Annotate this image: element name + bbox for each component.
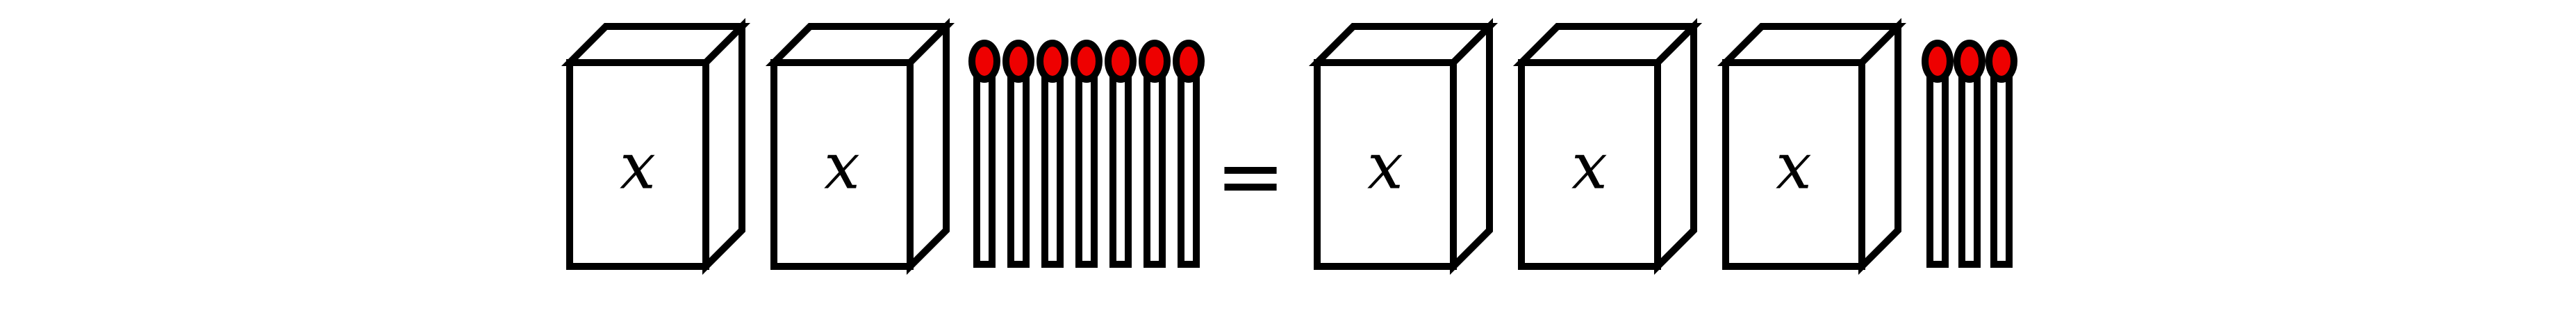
matchbox-label: x <box>824 129 860 203</box>
matchbox-side-face <box>702 17 745 275</box>
matchbox-label: x <box>1571 129 1608 203</box>
matchbox-side-face <box>1654 17 1697 275</box>
match <box>1002 40 1034 268</box>
match-stick <box>1178 63 1200 268</box>
match <box>1105 40 1137 268</box>
matchbox-front-face <box>770 59 914 270</box>
matchbox: x <box>1308 17 1498 275</box>
equals-sign: = <box>1216 129 1286 225</box>
matchbox: x <box>1717 17 1907 275</box>
match-head <box>968 40 1000 83</box>
match-stick <box>1041 63 1064 268</box>
matchbox-side-face <box>907 17 950 275</box>
match-stick <box>973 63 996 268</box>
match-head <box>1002 40 1034 83</box>
match-stick <box>1958 63 1981 268</box>
matchbox-front-face <box>1722 59 1865 270</box>
match-stick <box>1007 63 1030 268</box>
match-head <box>1985 40 2017 83</box>
matchbox: x <box>561 17 751 275</box>
match <box>968 40 1000 268</box>
match <box>1071 40 1103 268</box>
match <box>1139 40 1171 268</box>
match-head <box>1954 40 1985 83</box>
matchbox-label: x <box>1776 129 1812 203</box>
match-stick <box>1109 63 1132 268</box>
match <box>1173 40 1205 268</box>
match-head <box>1922 40 1954 83</box>
match-head <box>1139 40 1171 83</box>
matchbox: x <box>1512 17 1703 275</box>
match <box>1954 40 1985 268</box>
match-stick <box>1143 63 1166 268</box>
matchbox-label: x <box>1367 129 1403 203</box>
matchbox-front-face <box>1518 59 1661 270</box>
match-stick <box>1990 63 2013 268</box>
match-stick <box>1926 63 1949 268</box>
match <box>1985 40 2017 268</box>
matchbox-side-face <box>1858 17 1901 275</box>
match-head <box>1173 40 1205 83</box>
match-head <box>1071 40 1103 83</box>
matchbox-front-face <box>566 59 709 270</box>
matchbox: x <box>765 17 955 275</box>
matchbox-front-face <box>1314 59 1457 270</box>
match-head <box>1105 40 1137 83</box>
matchbox-side-face <box>1450 17 1493 275</box>
match-stick <box>1075 63 1098 268</box>
match-head <box>1037 40 1068 83</box>
match <box>1922 40 1954 268</box>
matchbox-label: x <box>620 129 656 203</box>
match <box>1037 40 1068 268</box>
